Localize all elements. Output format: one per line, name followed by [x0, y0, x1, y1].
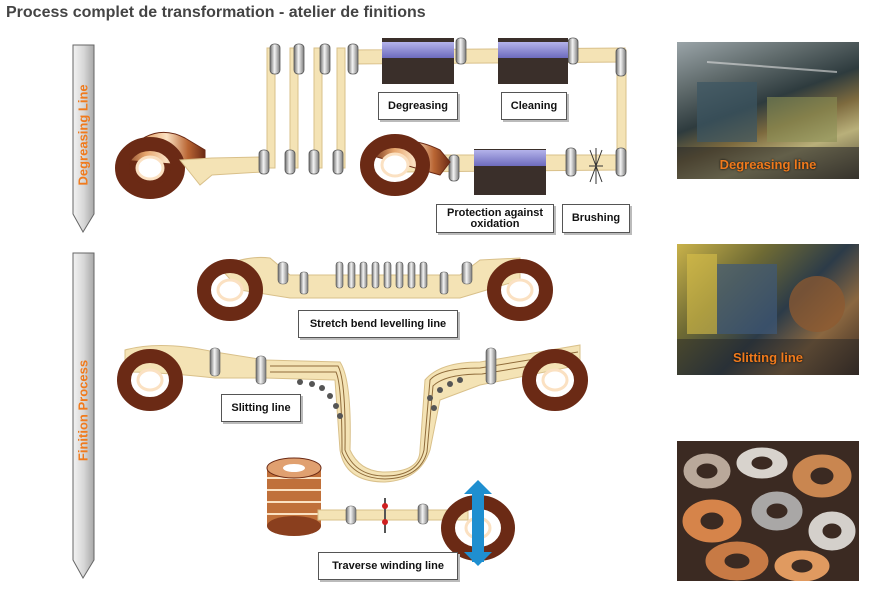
coil-right-recoiler: [360, 134, 451, 196]
photo-degreasing-label: Degreasing line: [719, 157, 817, 172]
degreasing-tank: [382, 38, 454, 84]
finition-section-arrow: [72, 252, 95, 579]
slitting-box: Slitting line: [221, 394, 301, 422]
process-diagram: [115, 37, 627, 566]
cleaning-tank: [498, 38, 568, 84]
coil-stretch-left: [197, 259, 263, 321]
up-down-arrow-icon: [464, 480, 492, 566]
cleaning-box: Cleaning: [501, 92, 567, 120]
traverse-box: Traverse winding line: [318, 552, 458, 580]
photo-degreasing-line: Degreasing line: [677, 42, 859, 179]
photo-slitting-label: Slitting line: [732, 350, 804, 365]
coil-slitting-right: [522, 349, 588, 411]
photo-finished-coils: [677, 441, 859, 581]
degreasing-box: Degreasing: [378, 92, 458, 120]
brush-icon: [589, 148, 603, 184]
page-title: Process complet de transformation - atel…: [6, 4, 426, 21]
brushing-box: Brushing: [562, 204, 630, 233]
photo-slitting-line: Slitting line: [677, 244, 859, 375]
coil-traverse-left: [266, 457, 322, 536]
protection-tank: [474, 149, 546, 195]
coil-slitting-left: [117, 349, 183, 411]
coil-stretch-right: [487, 259, 553, 321]
degreasing-section-arrow: [72, 44, 95, 233]
protection-box: Protection against oxidation: [436, 204, 554, 233]
stretch-box: Stretch bend levelling line: [298, 310, 458, 338]
